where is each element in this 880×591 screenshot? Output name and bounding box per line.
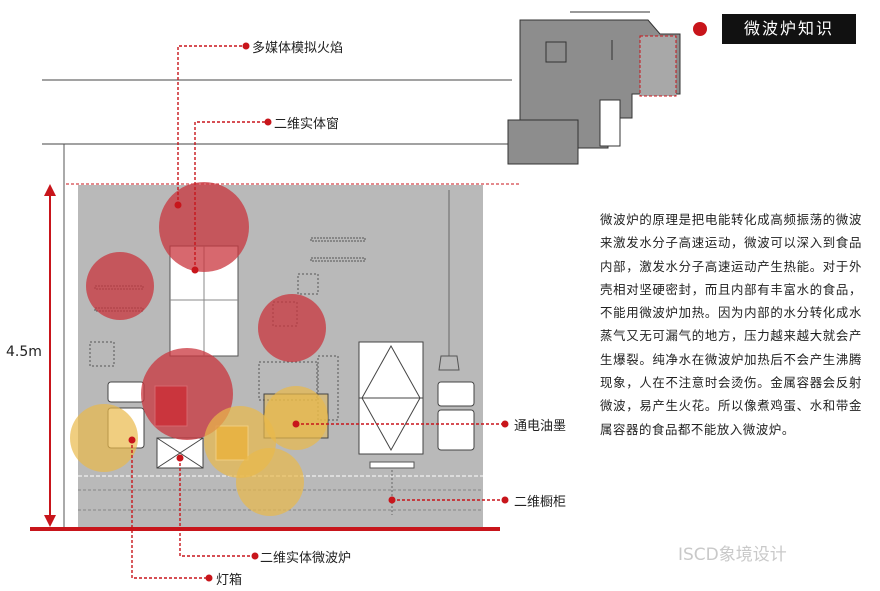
label-microwave: 二维实体微波炉 <box>260 551 352 566</box>
appliance-small <box>437 381 475 407</box>
floor-plan-thumbnail <box>507 11 681 165</box>
stool-top <box>369 461 415 469</box>
highlight-circle <box>236 448 304 516</box>
microwave-cross <box>156 437 204 469</box>
diamond-decor <box>361 344 421 452</box>
title-marker <box>693 22 707 36</box>
highlight-circle <box>159 182 249 272</box>
highlight-circle <box>70 404 138 472</box>
label-light-box: 灯箱 <box>216 573 243 588</box>
label-solid-window: 二维实体窗 <box>274 117 340 132</box>
watermark: ISCD象境设计 <box>678 545 787 565</box>
shelf <box>310 237 366 242</box>
arrow-up-icon <box>44 184 56 196</box>
highlight-circle <box>264 386 328 450</box>
highlight-circle <box>141 348 233 440</box>
appliance-box <box>437 409 475 451</box>
shelf <box>310 257 366 262</box>
leader-dots <box>128 42 509 582</box>
pendant-lamp <box>438 355 460 371</box>
leader-lines <box>131 45 502 579</box>
decor-square <box>89 341 115 367</box>
decor-square <box>297 273 319 295</box>
label-live-ink: 通电油墨 <box>514 419 567 434</box>
highlight-circle <box>258 294 326 362</box>
height-label: 4.5m <box>6 344 42 360</box>
description-text: 微波炉的原理是把电能转化成高频振荡的微波来激发水分子高速运动，微波可以深入到食品… <box>600 212 862 437</box>
appliance-small <box>107 381 145 403</box>
arrow-down-icon <box>44 515 56 527</box>
label-cabinet: 二维橱柜 <box>514 495 567 510</box>
label-multimedia-flame: 多媒体模拟火焰 <box>252 41 344 56</box>
highlight-circle <box>86 252 154 320</box>
page-title: 微波炉知识 <box>722 14 856 44</box>
